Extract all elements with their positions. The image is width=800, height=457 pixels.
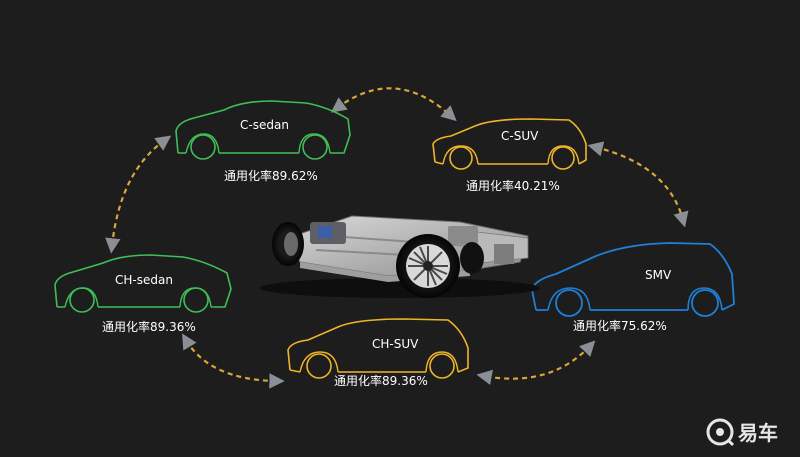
wheel-front — [302, 134, 328, 160]
platform-chassis-image — [260, 215, 540, 298]
mpv-outline — [531, 242, 735, 311]
wheel-rear — [555, 289, 583, 317]
connector-csuv-smv — [587, 141, 689, 228]
vehicle-c-sedan: C-sedan — [175, 100, 351, 160]
suv-outline — [287, 318, 469, 373]
rate-c-sedan: 通用化率89.62% — [224, 168, 318, 183]
wheel-front — [691, 289, 719, 317]
connector-chsedan-csedan — [105, 135, 172, 254]
wheel-front — [551, 146, 575, 170]
vehicle-name: CH-sedan — [115, 273, 173, 287]
connector-lines — [105, 87, 689, 389]
rate-ch-sedan: 通用化率89.36% — [102, 319, 196, 334]
yiche-logo-icon — [706, 418, 735, 447]
sedan-outline — [54, 254, 232, 308]
wheel-rear — [190, 134, 216, 160]
vehicle-ch-suv: CH-SUV — [287, 318, 469, 379]
wheel-front — [429, 353, 455, 379]
sedan-outline — [175, 100, 351, 154]
vehicle-name: C-sedan — [240, 118, 289, 132]
vehicle-name: C-SUV — [501, 129, 539, 143]
rate-smv: 通用化率75.62% — [573, 318, 667, 333]
wheel-rear — [449, 146, 473, 170]
yiche-watermark: 易车 — [706, 418, 778, 447]
wheel-rear — [69, 287, 95, 313]
vehicle-smv: SMV — [531, 242, 735, 317]
vehicle-c-suv: C-SUV — [432, 118, 587, 170]
connector-smv-chsuv — [476, 340, 596, 385]
vehicle-name: SMV — [645, 268, 672, 282]
watermark-text: 易车 — [738, 421, 778, 445]
rate-ch-suv: 通用化率89.36% — [334, 373, 428, 388]
vehicle-ch-sedan: CH-sedan — [54, 254, 232, 313]
rate-c-suv: 通用化率40.21% — [466, 178, 560, 193]
suv-outline — [432, 118, 587, 165]
vehicle-name: CH-SUV — [372, 337, 419, 351]
wheel-front — [183, 287, 209, 313]
connector-chsuv-chsedan — [182, 333, 285, 389]
wheel-rear — [306, 353, 332, 379]
connector-csedan-csuv — [330, 87, 457, 122]
